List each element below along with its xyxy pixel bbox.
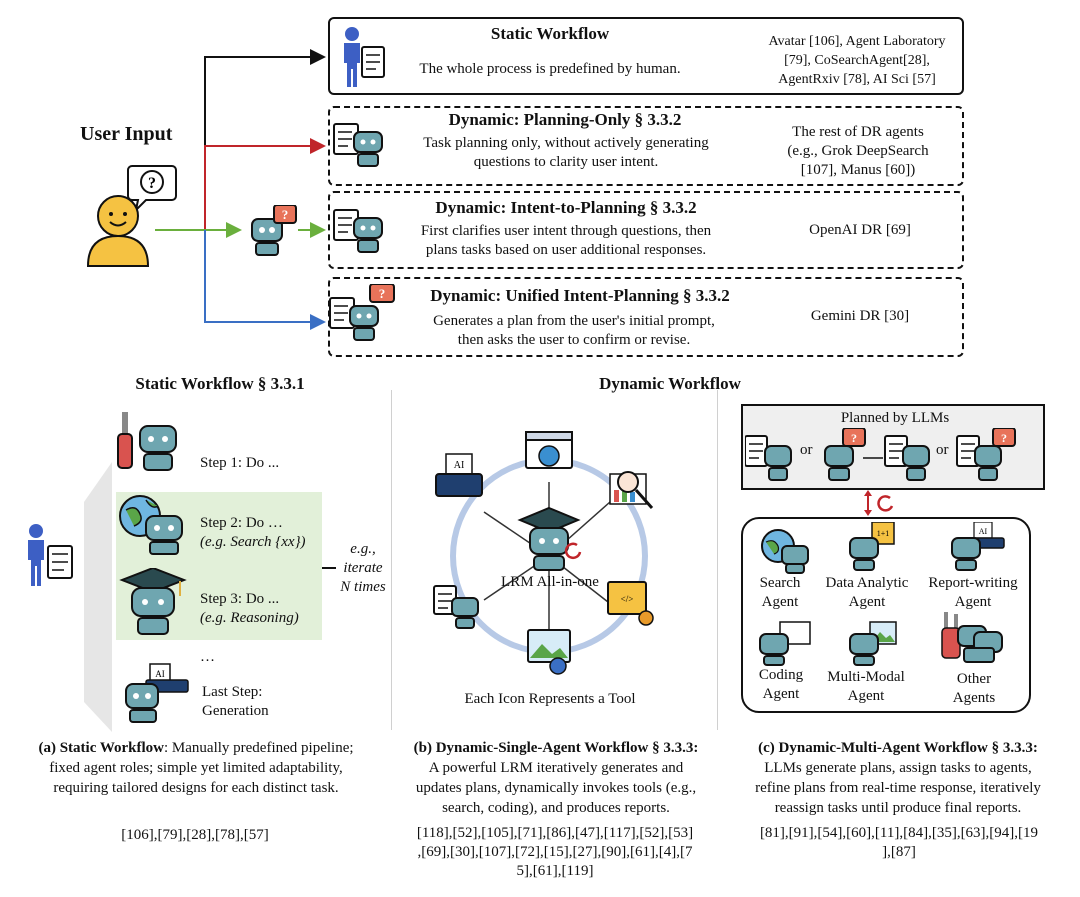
svg-text:?: ? <box>1001 431 1007 445</box>
arrow-planning-only <box>204 138 326 230</box>
step2-label: Step 2: Do …(e.g. Search {xx}) <box>200 515 306 550</box>
static-refs: Avatar [106], Agent Laboratory[79], CoSe… <box>768 34 946 87</box>
writer-robot-icon: AI <box>125 663 189 723</box>
intent-title: Dynamic: Intent-to-Planning § 3.3.2 <box>435 198 697 217</box>
gradcap-robot-icon <box>119 568 187 635</box>
divider-right <box>717 390 718 730</box>
intent-desc: First clarifies user intent through ques… <box>420 223 712 258</box>
user-avatar-icon <box>86 195 150 267</box>
data-agent-icon: 1+1 <box>849 522 895 571</box>
top-arrows <box>155 49 326 330</box>
svg-text:?: ? <box>379 286 386 301</box>
static-heading: Static Workflow § 3.3.1 <box>135 374 305 393</box>
static-desc: The whole process is predefined by human… <box>419 61 681 77</box>
arrow-unified <box>204 230 326 330</box>
screwdriver-robot-icon <box>117 412 177 471</box>
unified-title: Dynamic: Unified Intent-Planning § 3.3.2 <box>430 286 730 305</box>
svg-text:</>: </> <box>621 594 634 604</box>
planner-robot-icon <box>333 123 383 167</box>
intent-refs: OpenAI DR [69] <box>809 222 911 238</box>
globe-robot-icon <box>119 495 183 555</box>
svg-text:?: ? <box>148 175 156 192</box>
step3-label: Step 3: Do ...(e.g. Reasoning) <box>200 591 299 626</box>
multimodal-agent-icon <box>849 621 897 666</box>
svg-text:AI: AI <box>454 460 465 471</box>
static-caption: (a) Static Workflow: Manually predefined… <box>38 740 354 796</box>
planned-label: Planned by LLMs <box>840 410 950 426</box>
single-agent-diagram: AI </> <box>433 431 654 675</box>
dynamic-heading: Dynamic Workflow <box>599 374 741 393</box>
multi-agent-caption: (c) Dynamic-Multi-Agent Workflow § 3.3.3… <box>755 740 1041 816</box>
feedback-arrows <box>864 490 894 516</box>
single-agent-caption: (b) Dynamic-Single-Agent Workflow § 3.3.… <box>413 740 699 816</box>
report-agent-icon: AI <box>951 522 1005 571</box>
unified-desc: Generates a plan from the user's initial… <box>433 313 715 348</box>
or-label-2: or <box>936 442 949 458</box>
static-title: Static Workflow <box>490 24 610 43</box>
human-planner-icon <box>344 27 385 87</box>
divider-left <box>391 390 392 730</box>
planning-only-title: Dynamic: Planning-Only § 3.3.2 <box>448 110 682 129</box>
svg-text:AI: AI <box>155 669 165 679</box>
planning-only-box <box>328 106 964 186</box>
coding-agent-icon <box>759 621 811 666</box>
human-designer-icon <box>28 524 73 586</box>
question-bubble-icon: ? <box>127 165 177 212</box>
tool-note: Each Icon Represents a Tool <box>464 691 636 707</box>
unified-robot-icon: ? <box>329 284 395 341</box>
last-step-label: Last Step:Generation <box>202 684 269 719</box>
planning-only-refs: The rest of DR agents(e.g., Grok DeepSea… <box>787 124 929 178</box>
static-workflow-box <box>328 17 964 95</box>
single-agent-refs: [118],[52],[105],[71],[86],[47],[117],[5… <box>416 825 694 879</box>
planned-options: ? ? <box>745 428 1016 481</box>
intent-robot-icon <box>333 209 383 253</box>
user-input-label: User Input <box>80 123 173 145</box>
steps-ellipsis: … <box>200 649 215 665</box>
step1-label: Step 1: Do ... <box>200 455 280 471</box>
multi-agent-refs: [81],[91],[54],[60],[11],[84],[35],[63],… <box>759 825 1039 860</box>
unified-refs: Gemini DR [30] <box>810 308 910 324</box>
svg-text:1+1: 1+1 <box>877 529 890 538</box>
planning-only-desc: Task planning only, without actively gen… <box>423 135 709 170</box>
or-label-1: or <box>800 442 813 458</box>
svg-text:AI: AI <box>979 527 988 536</box>
search-agent-icon <box>761 529 809 574</box>
clarifier-robot-icon: ? <box>251 205 297 256</box>
unified-box <box>328 277 964 357</box>
other-agents-icon <box>941 612 1003 663</box>
intent-to-planning-box <box>328 191 964 269</box>
svg-text:?: ? <box>282 207 289 222</box>
lrm-label: LRM All-in-one <box>501 574 599 590</box>
svg-text:?: ? <box>851 431 857 445</box>
agents-box <box>741 517 1031 713</box>
static-refs-list: [106],[79],[28],[78],[57] <box>121 827 269 843</box>
